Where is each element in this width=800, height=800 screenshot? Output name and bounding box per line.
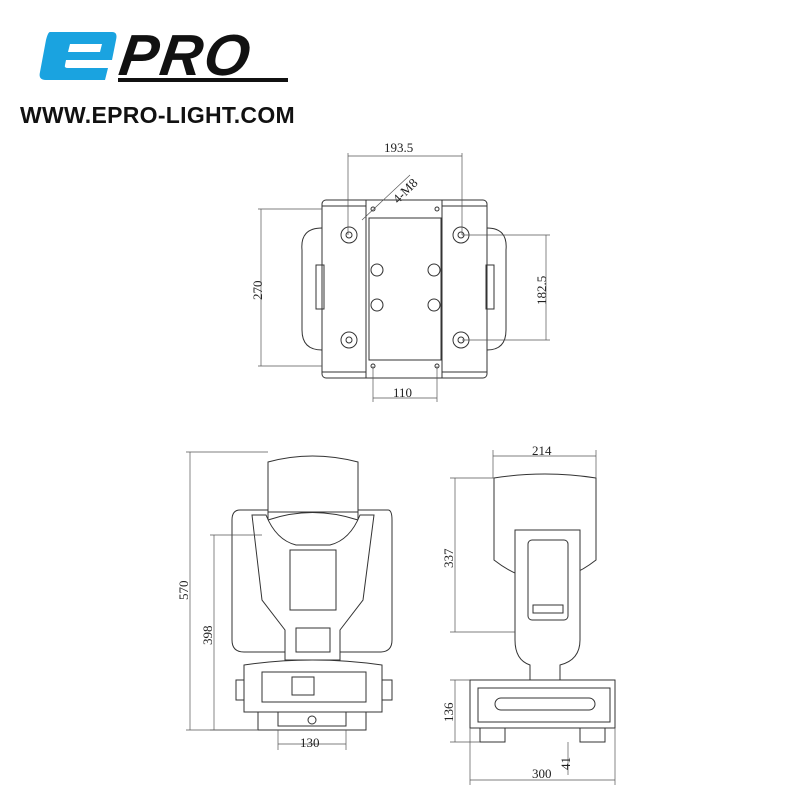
dim-foot-height: 41 — [558, 757, 573, 770]
dim-width-holes: 193.5 — [384, 140, 413, 155]
dim-base-height: 136 — [441, 702, 456, 722]
dim-base-width: 130 — [300, 735, 320, 750]
dim-depth: 270 — [250, 281, 265, 301]
dim-head-width: 214 — [532, 443, 552, 458]
epro-logo — [38, 30, 120, 87]
top-view: 193.5 4-M8 270 182.5 110 — [250, 140, 550, 402]
side-view: 214 337 136 300 41 — [441, 443, 616, 785]
logo-underline — [118, 78, 288, 82]
dim-head-height: 337 — [441, 548, 456, 568]
dim-hole-spacing: 182.5 — [534, 276, 549, 305]
dim-total-height: 570 — [176, 581, 191, 601]
dim-bracket-width: 110 — [393, 385, 412, 400]
front-view: 570 398 130 — [176, 451, 393, 750]
website-url: WWW.EPRO-LIGHT.COM — [20, 102, 295, 128]
dim-yoke-height: 398 — [200, 626, 215, 646]
dim-base-depth: 300 — [532, 766, 552, 781]
